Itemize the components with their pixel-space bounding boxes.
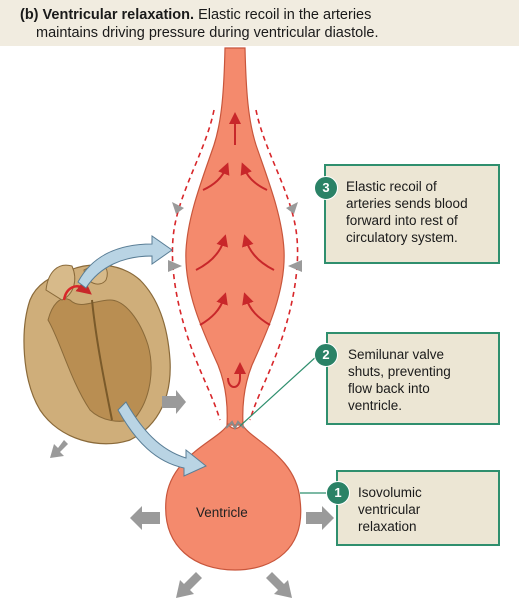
caption-rest: Elastic recoil in the arteries [194,7,372,23]
callout-elastic-recoil: Elastic recoil of arteries sends blood f… [324,164,500,264]
heart-red-arrow [62,279,92,301]
callout-text: Elastic recoil of arteries sends blood f… [346,178,468,246]
heart-inner-wall [47,298,152,422]
flow-arrow-middle-left [195,234,228,271]
flow-arrow-lower-right [242,292,271,326]
callout-semilunar-valve: Semilunar valve shuts, preventing flow b… [326,332,500,425]
step-badge-3: 3 [314,176,338,200]
callout-line: forward into rest of [346,213,458,228]
flow-arrow-middle-right [242,234,275,271]
callout-isovolumic-relaxation: Isovolumic ventricular relaxation [336,470,500,546]
flow-arrow-upper-right [240,162,268,191]
caption-line-2: maintains driving pressure during ventri… [36,25,379,41]
callout-line: flow back into [348,381,430,396]
step-badge-1: 1 [326,481,350,505]
pressure-arrow-right-2 [288,260,302,272]
expanded-artery-outline [171,109,299,421]
outward-arrow-bottom-right [266,572,292,598]
callout-line: ventricular [358,502,421,517]
flow-arrow-j-hook [227,362,246,388]
callout-text: Semilunar valve shuts, preventing flow b… [348,346,451,414]
flow-arrow-upper-left [202,162,230,191]
callout-text: Isovolumic ventricular relaxation [358,484,422,535]
callout-line: ventricle. [348,398,403,413]
blood-flow-arrows [195,112,275,388]
callout-line: circulatory system. [346,230,458,245]
caption-header [0,0,519,46]
heart-illustration [23,263,186,458]
heart-arrow-bottom [50,440,68,458]
outward-arrow-right [306,506,334,530]
inward-pressure-arrows [168,202,302,272]
pointer-heart-to-ventricle [117,401,207,477]
callout-line: Semilunar valve [348,347,445,362]
caption-line-1: (b) Ventricular relaxation. Elastic reco… [20,6,371,24]
callout-line: shuts, preventing [348,364,451,379]
heart-septum [91,299,113,421]
step-badge-2: 2 [314,343,338,367]
callout-line: arteries sends blood [346,196,468,211]
semilunar-valve [225,420,245,431]
caption-bold: (b) Ventricular relaxation. [20,7,195,23]
flow-arrow-lower-left [199,292,228,326]
ventricle-outward-arrows [130,506,334,598]
pressure-arrow-left-1 [172,202,184,214]
callout-line: Isovolumic [358,485,422,500]
heart-arrow-right [162,390,186,414]
callout-line: Elastic recoil of [346,179,437,194]
ventricle-chamber [165,422,302,571]
ventricle-label: Ventricle [196,505,248,520]
pressure-arrow-left-2 [168,260,182,272]
pointer-heart-to-artery [77,235,173,289]
leader-line-2 [239,354,319,427]
pressure-arrow-right-1 [286,202,298,214]
outward-arrow-left [130,506,160,530]
callout-line: relaxation [358,519,417,534]
outward-arrow-bottom-left [176,572,202,598]
callout-leader-lines [239,354,328,494]
artery [185,47,285,426]
